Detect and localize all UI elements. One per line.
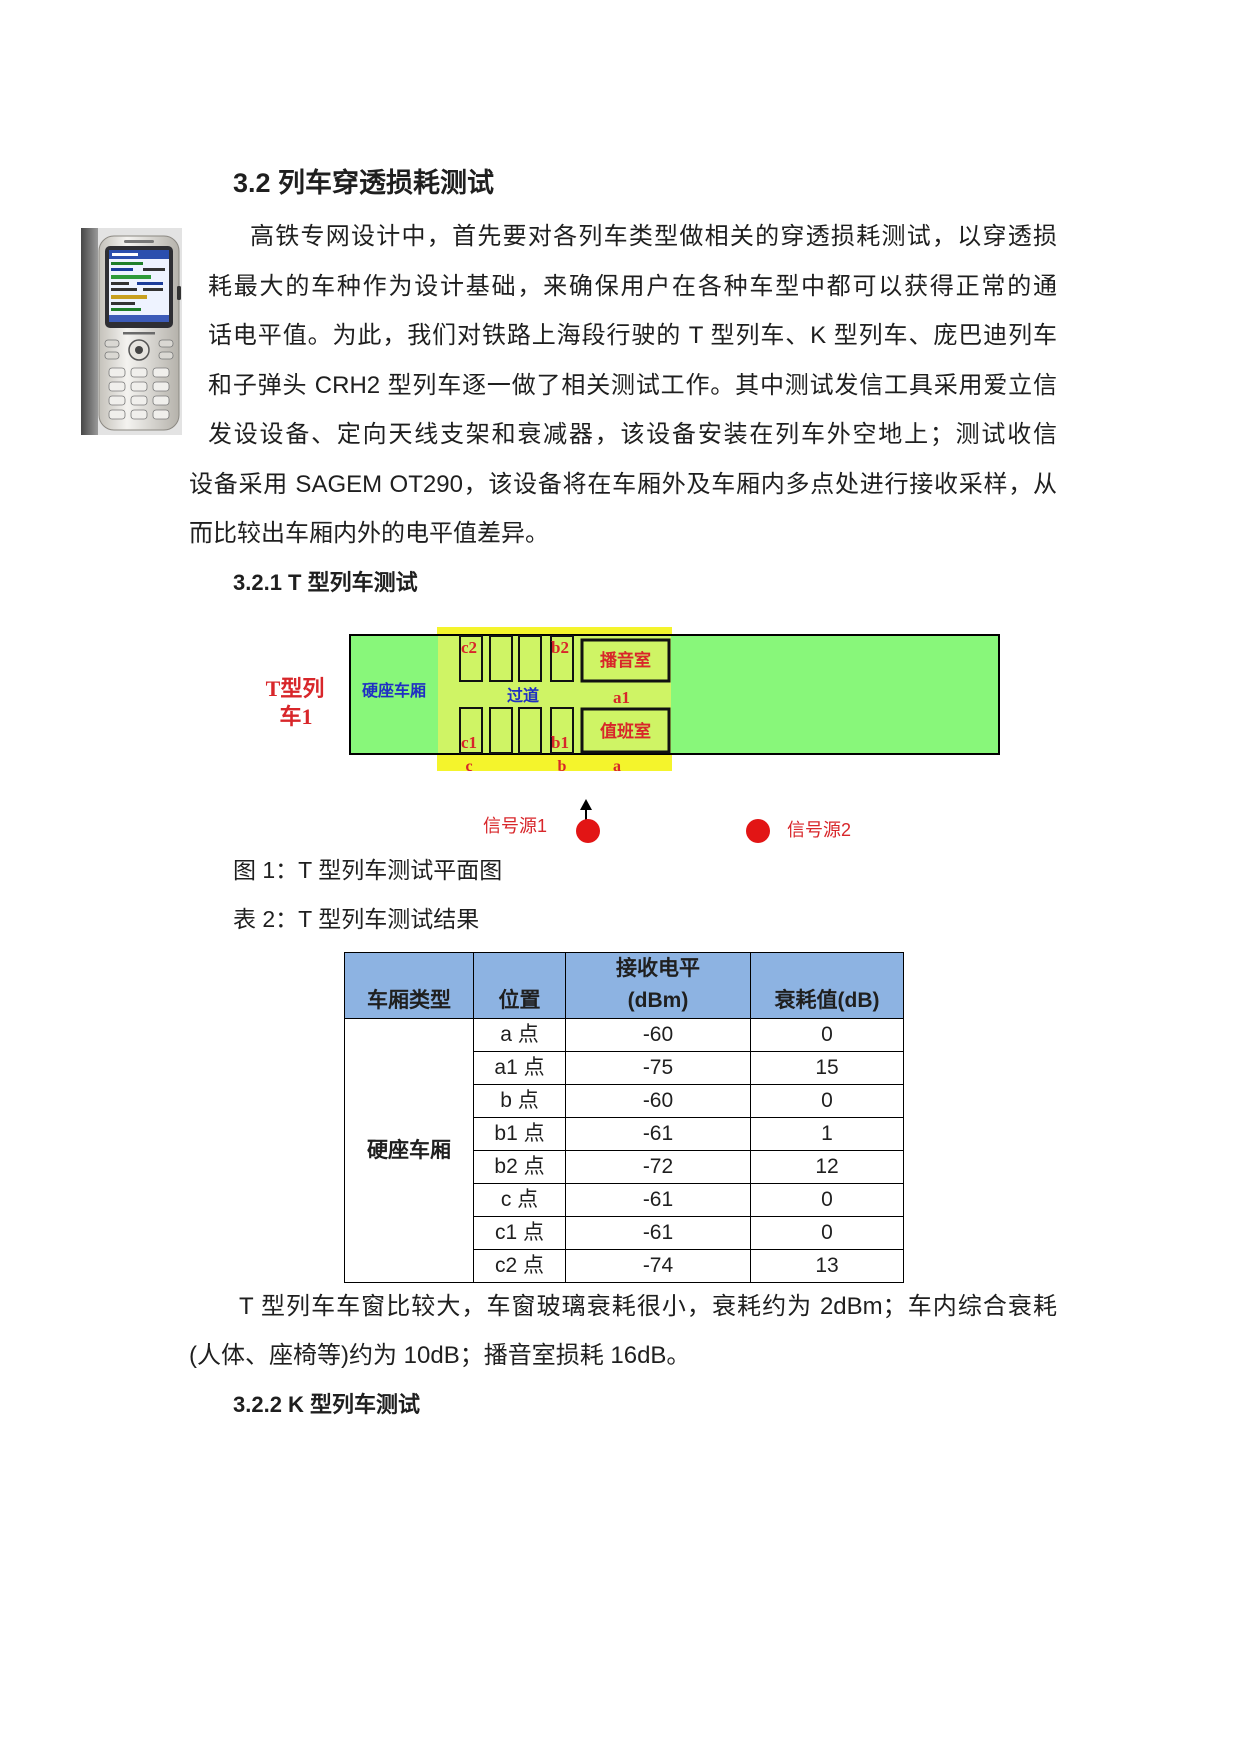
- table-row: c1 点 -61 0: [345, 1216, 904, 1250]
- table-header-rx-level: 接收电平 (dBm): [565, 952, 751, 1019]
- table-caption: 表 2：T 型列车测试结果: [233, 906, 480, 932]
- position-cell: b2 点: [473, 1150, 566, 1184]
- attenuation-cell: 12: [750, 1150, 904, 1184]
- point-label-a: a: [613, 758, 621, 775]
- table-row: c 点 -61 0: [345, 1183, 904, 1217]
- seat-block: [489, 707, 513, 754]
- header-text: 位置: [498, 989, 541, 1012]
- intro-line: 高铁专网设计中，首先要对各列车类型做相关的穿透损耗测试，以穿透损: [250, 223, 1057, 250]
- rx-level-cell: -74: [565, 1249, 751, 1283]
- table-header-row: 车厢类型 位置 接收电平 (dBm) 衰耗值(dB): [344, 952, 904, 1019]
- aisle-label: 过道: [507, 686, 539, 705]
- figure-caption: 图 1：T 型列车测试平面图: [233, 857, 503, 883]
- rx-level-cell: -60: [565, 1018, 751, 1052]
- rx-level-cell: -75: [565, 1051, 751, 1085]
- phone-image: [81, 228, 182, 435]
- table-row: a1 点 -75 15: [345, 1051, 904, 1085]
- attenuation-cell: 1: [750, 1117, 904, 1151]
- test-phone-photo: [81, 228, 182, 435]
- point-label-c2: c2: [461, 638, 477, 657]
- duty-room-box: [580, 707, 671, 754]
- point-label-b: b: [558, 758, 567, 775]
- intro-line: 耗最大的车种作为设计基础，来确保用户在各种车型中都可以获得正常的通: [208, 273, 1057, 300]
- conclusion-line: T 型列车车窗比较大，车窗玻璃衰耗很小，衰耗约为 2dBm；车内综合衰耗: [239, 1293, 1057, 1320]
- rx-level-cell: -61: [565, 1216, 751, 1250]
- subsection-heading: 3.2.2 K 型列车测试: [233, 1392, 421, 1417]
- table-row: 硬座车厢 a 点 -60 0: [344, 1018, 904, 1283]
- signal-source-1-label: 信号源1: [483, 816, 547, 836]
- position-cell: c2 点: [473, 1249, 566, 1283]
- table-header-attenuation: 衰耗值(dB): [750, 952, 904, 1019]
- broadcast-room-box: [580, 638, 671, 683]
- attenuation-cell: 0: [750, 1018, 904, 1052]
- intro-line: 和子弹头 CRH2 型列车逐一做了相关测试工作。其中测试发信工具采用爱立信: [208, 372, 1057, 399]
- seat-block: [518, 635, 542, 682]
- signal-source-1-dot: [576, 819, 600, 843]
- position-cell: b 点: [473, 1084, 566, 1118]
- table-row: b1 点 -61 1: [345, 1117, 904, 1151]
- conclusion-line: (人体、座椅等)约为 10dB；播音室损耗 16dB。: [189, 1342, 691, 1369]
- intro-line: 话电平值。为此，我们对铁路上海段行驶的 T 型列车、K 型列车、庞巴迪列车: [208, 322, 1057, 349]
- header-text-line2: (dBm): [627, 989, 689, 1012]
- car-label: 硬座车厢: [362, 681, 426, 700]
- section-heading: 3.2 列车穿透损耗测试: [233, 168, 495, 198]
- signal-source-2-label: 信号源2: [787, 820, 851, 840]
- seat-block: [459, 707, 483, 754]
- signal-direction-arrow-head: [580, 799, 592, 810]
- attenuation-cell: 0: [750, 1183, 904, 1217]
- table-row: b 点 -60 0: [345, 1084, 904, 1118]
- point-label-c1: c1: [461, 733, 477, 752]
- position-cell: b1 点: [473, 1117, 566, 1151]
- rx-level-cell: -72: [565, 1150, 751, 1184]
- seat-block: [459, 635, 483, 682]
- seat-block: [550, 707, 574, 754]
- point-label-a1: a1: [613, 688, 630, 707]
- point-label-b1: b1: [551, 733, 569, 752]
- seat-block: [489, 635, 513, 682]
- train-label-line1: T型列: [266, 676, 325, 701]
- table-row: c2 点 -74 13: [345, 1249, 904, 1283]
- position-cell: c 点: [473, 1183, 566, 1217]
- seat-block: [518, 707, 542, 754]
- broadcast-room-label: 播音室: [600, 650, 651, 670]
- rx-level-cell: -61: [565, 1183, 751, 1217]
- intro-line: 而比较出车厢内外的电平值差异。: [189, 520, 549, 547]
- table-header-position: 位置: [473, 952, 566, 1019]
- point-label-b2: b2: [551, 638, 569, 657]
- table-row: b2 点 -72 12: [345, 1150, 904, 1184]
- attenuation-cell: 13: [750, 1249, 904, 1283]
- table-header-car-type: 车厢类型: [344, 952, 474, 1019]
- seat-block: [550, 635, 574, 682]
- point-label-c: c: [465, 758, 472, 775]
- train-label-line2: 车1: [279, 704, 312, 729]
- test-zone-overlay: [438, 636, 671, 753]
- intro-line: 设备采用 SAGEM OT290，该设备将在车厢外及车厢内多点处进行接收采样，从: [189, 471, 1057, 498]
- attenuation-cell: 0: [750, 1216, 904, 1250]
- rx-level-cell: -61: [565, 1117, 751, 1151]
- intro-line: 发设设备、定向天线支架和衰减器，该设备安装在列车外空地上；测试收信: [208, 421, 1057, 448]
- header-text-line1: 接收电平: [616, 957, 700, 980]
- header-text: 衰耗值(dB): [774, 989, 880, 1012]
- position-cell: c1 点: [473, 1216, 566, 1250]
- position-cell: a 点: [473, 1018, 566, 1052]
- rx-level-cell: -60: [565, 1084, 751, 1118]
- attenuation-cell: 15: [750, 1051, 904, 1085]
- subsection-heading: 3.2.1 T 型列车测试: [233, 570, 418, 595]
- results-table: 车厢类型 位置 接收电平 (dBm) 衰耗值(dB) 硬座车厢 a 点 -60 …: [344, 952, 904, 1283]
- header-text: 车厢类型: [367, 989, 451, 1012]
- position-cell: a1 点: [473, 1051, 566, 1085]
- attenuation-cell: 0: [750, 1084, 904, 1118]
- car-type-cell: 硬座车厢: [344, 1018, 474, 1283]
- duty-room-label: 值班室: [600, 721, 651, 741]
- train-floor-plan-diagram: T型列 车1 硬座车厢 过道 播音室 值班室 c2 b2 a1 c1 b1 c …: [266, 627, 1000, 843]
- signal-source-2-dot: [746, 819, 770, 843]
